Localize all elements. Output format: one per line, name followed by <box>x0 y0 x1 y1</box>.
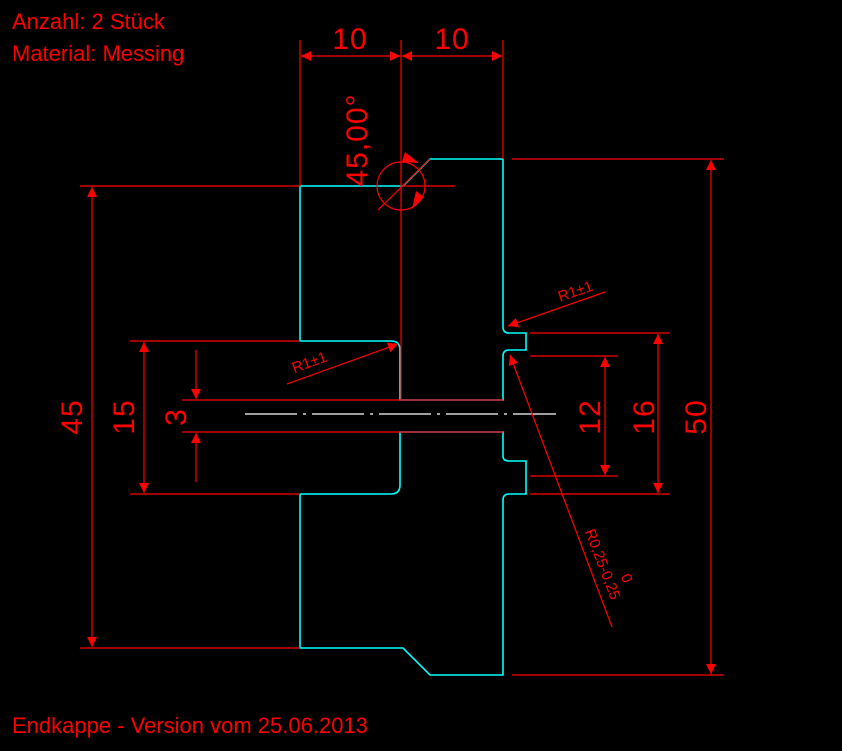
dimension-texts: 10 10 45,00° 45 15 3 12 16 50 R1±1 R1±1 … <box>56 23 713 602</box>
dim-50-label: 50 <box>680 399 713 434</box>
angle-arrows <box>402 152 424 209</box>
dim-45-label: 45 <box>56 399 89 434</box>
outline-lower <box>299 431 527 676</box>
dim-top-left-label: 10 <box>332 23 367 56</box>
radius-groove-label: R0,25-0,25 <box>581 527 623 602</box>
leader-r1-right <box>507 291 606 328</box>
dim-top-right-label: 10 <box>434 23 469 56</box>
outline-upper <box>299 158 527 401</box>
dim-16-label: 16 <box>628 399 661 434</box>
dimension-lines <box>80 40 724 676</box>
leader-r025 <box>508 354 613 628</box>
radius-left-label: R1±1 <box>290 349 329 377</box>
leader-r1-left <box>286 342 399 385</box>
quantity-note: Anzahl: 2 Stück <box>12 9 166 34</box>
footer-title: Endkappe - Version vom 25.06.2013 <box>12 713 368 738</box>
material-note: Material: Messing <box>12 41 184 66</box>
dim-angle-label: 45,00° <box>341 93 374 186</box>
dim-12-label: 12 <box>574 399 607 434</box>
dim-15-label: 15 <box>108 399 141 434</box>
notes: Anzahl: 2 Stück Material: Messing Endkap… <box>12 9 368 738</box>
angle-circle <box>376 161 426 211</box>
part-outline <box>299 158 527 676</box>
radius-groove-sup-label: 0 <box>617 571 636 585</box>
dim-3-label: 3 <box>160 408 193 426</box>
radius-upper-right-label: R1±1 <box>556 278 595 306</box>
